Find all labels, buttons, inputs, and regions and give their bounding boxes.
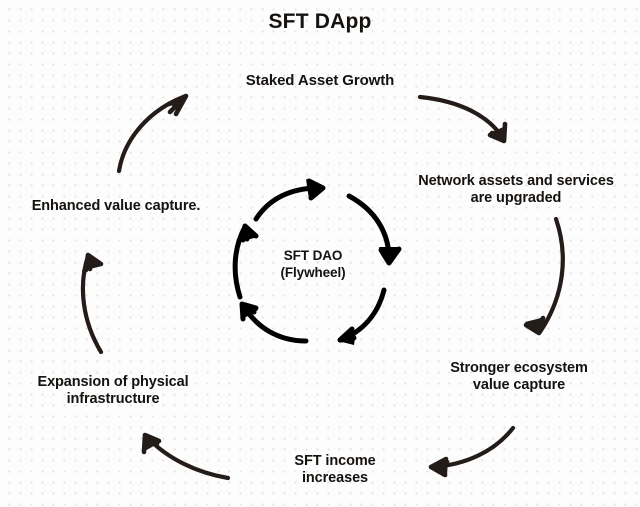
- stage-label-network-assets-upgraded: Network assets and services are upgraded: [418, 173, 614, 207]
- flywheel-center-label: SFT DAO (Flywheel): [280, 248, 346, 280]
- outer-arrow-enhanced-to-staked: [116, 93, 189, 174]
- stage-label-staked-asset-growth: Staked Asset Growth: [245, 72, 395, 89]
- outer-arrow-income-to-expansion: [141, 432, 231, 481]
- inner-arrow-top: [253, 178, 326, 222]
- stage-label-sft-income-increases: SFT income increases: [294, 453, 376, 487]
- outer-arrow-expansion-to-enhanced: [80, 252, 104, 355]
- page-title: SFT DApp: [268, 10, 372, 33]
- outer-arrow-network-to-stronger: [523, 216, 565, 336]
- outer-arrow-staked-to-network: [417, 94, 508, 144]
- inner-arrow-bottom: [337, 287, 387, 345]
- outer-arrow-stronger-to-income: [428, 425, 516, 478]
- inner-arrow-left: [239, 301, 309, 344]
- stage-label-expansion-physical-infrastructure: Expansion of physical infrastructure: [37, 374, 189, 408]
- stage-label-enhanced-value-capture: Enhanced value capture.: [31, 198, 201, 214]
- stage-label-stronger-ecosystem-value-capture: Stronger ecosystem value capture: [450, 360, 588, 394]
